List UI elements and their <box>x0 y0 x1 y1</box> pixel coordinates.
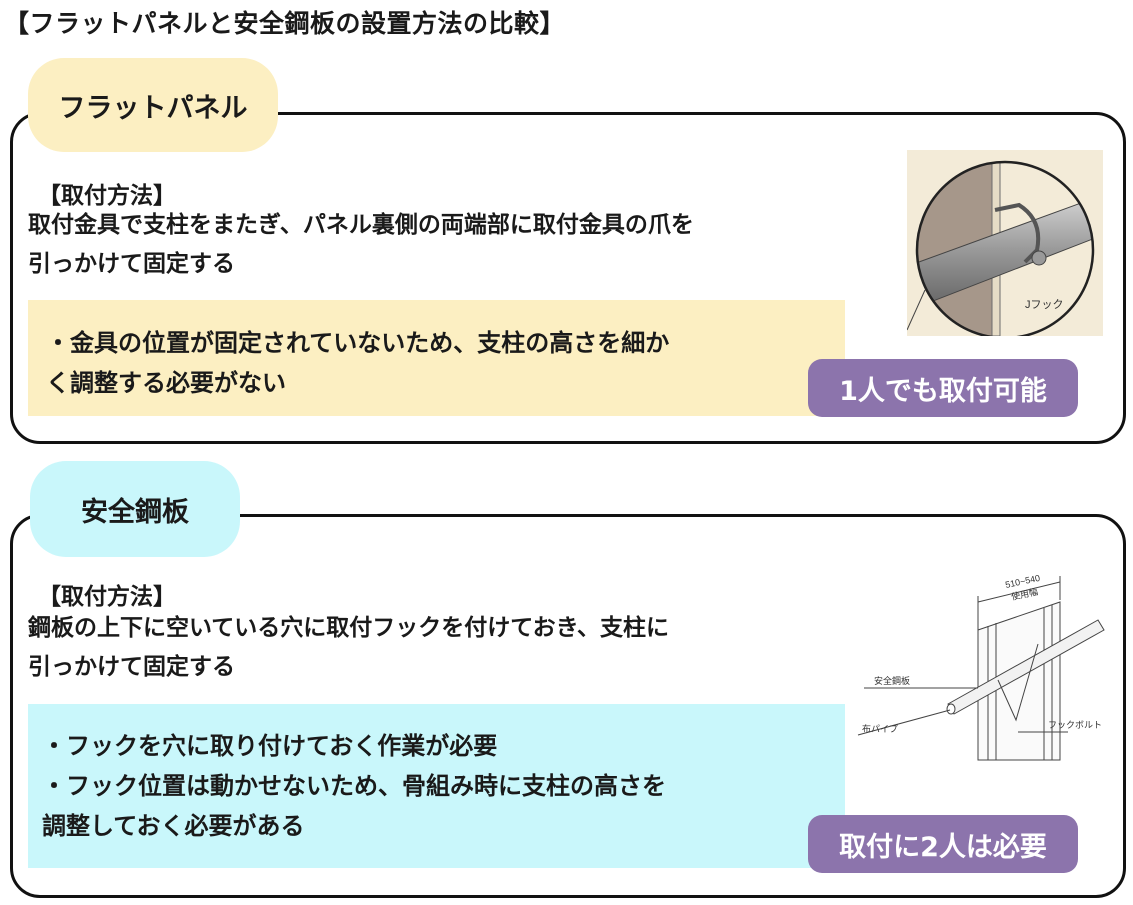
steel-plate-illustration: 510~540 使用幅 安全鋼板 布パイプ フックボルト <box>848 560 1116 762</box>
flat-panel-method-header: 【取付方法】 <box>38 183 176 209</box>
steel-plate-tab: 安全鋼板 <box>30 461 240 557</box>
pipe-label: 布パイプ <box>862 723 898 734</box>
j-hook-label: Jフック <box>1025 298 1064 311</box>
steel-plate-method-line: 引っかけて固定する <box>28 654 235 680</box>
flat-panel-tab: フラットパネル <box>28 58 278 152</box>
steel-plate-method-line: 鋼板の上下に空いている穴に取付フックを付けておき、支柱に <box>28 615 670 641</box>
page-title: 【フラットパネルと安全鋼板の設置方法の比較】 <box>4 9 566 38</box>
steel-plate-method-header: 【取付方法】 <box>38 584 176 610</box>
steel-plate-badge: 取付に2人は必要 <box>808 815 1078 873</box>
j-hook-illustration: Jフック <box>907 150 1103 336</box>
flat-panel-note-line: ・金具の位置が固定されていないため、支柱の高さを細か <box>46 329 670 357</box>
steel-plate-note-line: ・フック位置は動かせないため、骨組み時に支柱の高さを <box>42 772 666 800</box>
steel-plate-note-line: 調整しておく必要がある <box>42 812 305 840</box>
bolt-label: フックボルト <box>1048 720 1102 730</box>
steel-plate-note: ・フックを穴に取り付けておく作業が必要 ・フック位置は動かせないため、骨組み時に… <box>28 704 845 868</box>
plate-label: 安全鋼板 <box>874 675 910 686</box>
flat-panel-badge: 1人でも取付可能 <box>808 359 1078 417</box>
flat-panel-method-text: 取付金具で支柱をまたぎ、パネル裏側の両端部に取付金具の爪を 引っかけて固定する <box>28 206 694 284</box>
steel-plate-method-text: 鋼板の上下に空いている穴に取付フックを付けておき、支柱に 引っかけて固定する <box>28 609 669 687</box>
steel-plate-note-line: ・フックを穴に取り付けておく作業が必要 <box>42 732 498 760</box>
flat-panel-note: ・金具の位置が固定されていないため、支柱の高さを細か く調整する必要がない <box>28 300 845 416</box>
flat-panel-note-line: く調整する必要がない <box>46 369 286 397</box>
flat-panel-method-line: 引っかけて固定する <box>28 251 235 277</box>
flat-panel-method-line: 取付金具で支柱をまたぎ、パネル裏側の両端部に取付金具の爪を <box>28 212 694 238</box>
